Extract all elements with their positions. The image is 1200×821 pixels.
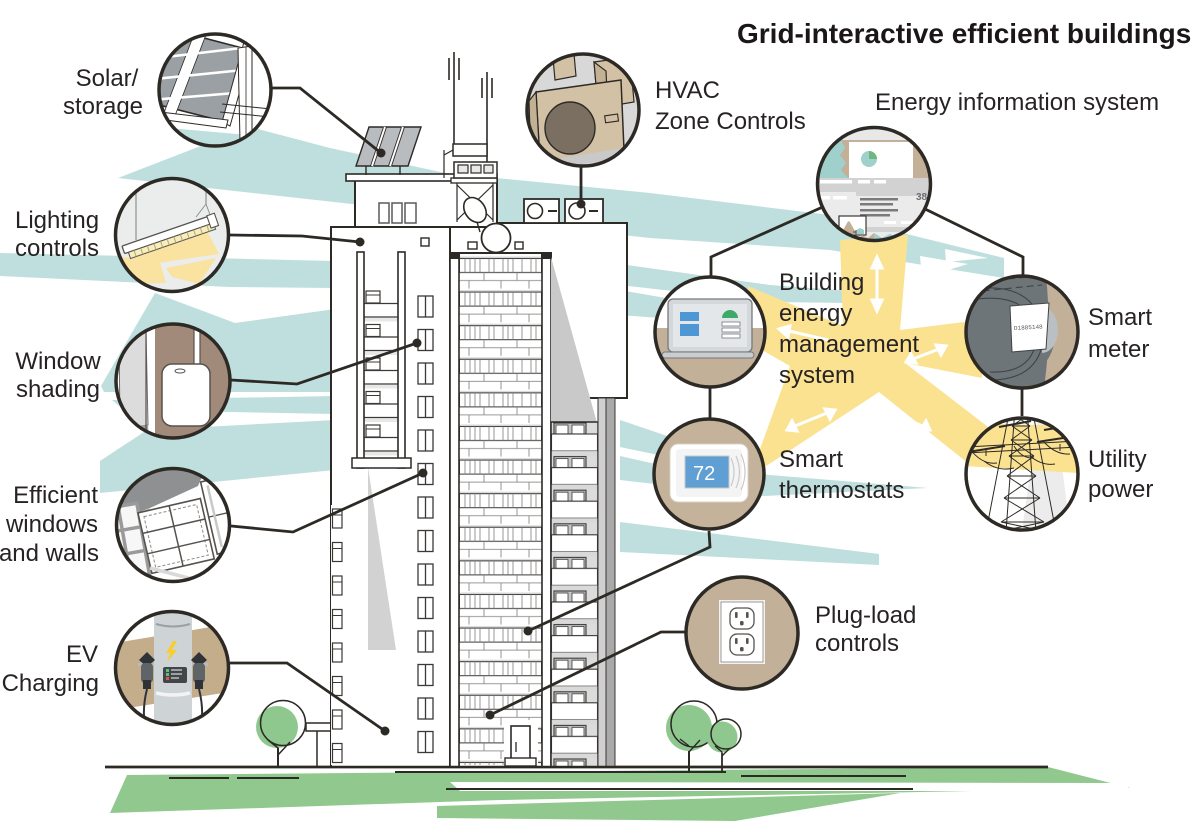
svg-text:thermostats: thermostats — [779, 477, 904, 504]
svg-text:management: management — [779, 331, 919, 358]
svg-text:energy: energy — [779, 300, 852, 327]
svg-text:meter: meter — [1088, 336, 1149, 363]
svg-text:shading: shading — [16, 376, 100, 403]
svg-text:power: power — [1088, 476, 1153, 503]
svg-text:Zone Controls: Zone Controls — [655, 108, 806, 135]
svg-text:Building: Building — [779, 269, 864, 296]
svg-text:Grid-interactive efficient bui: Grid-interactive efficient buildings — [737, 18, 1191, 49]
svg-text:controls: controls — [815, 630, 899, 657]
svg-text:Lighting: Lighting — [15, 207, 99, 234]
svg-text:controls: controls — [15, 235, 99, 262]
svg-text:Utility: Utility — [1088, 446, 1147, 473]
svg-text:windows: windows — [5, 511, 98, 538]
svg-text:Energy information system: Energy information system — [875, 89, 1159, 116]
svg-text:EV: EV — [66, 641, 98, 668]
svg-text:Plug-load: Plug-load — [815, 602, 916, 629]
svg-text:and walls: and walls — [0, 540, 99, 567]
svg-text:D1885148: D1885148 — [1014, 323, 1044, 332]
svg-text:38: 38 — [916, 192, 928, 203]
svg-text:Charging: Charging — [2, 670, 99, 697]
svg-text:Solar/: Solar/ — [76, 65, 139, 92]
svg-text:72: 72 — [693, 463, 715, 485]
svg-text:Window: Window — [15, 348, 101, 375]
svg-text:system: system — [779, 362, 855, 389]
svg-text:HVAC: HVAC — [655, 77, 720, 104]
svg-text:storage: storage — [63, 93, 143, 120]
svg-text:Smart: Smart — [1088, 304, 1152, 331]
svg-text:Efficient: Efficient — [13, 482, 98, 509]
svg-text:Smart: Smart — [779, 446, 843, 473]
